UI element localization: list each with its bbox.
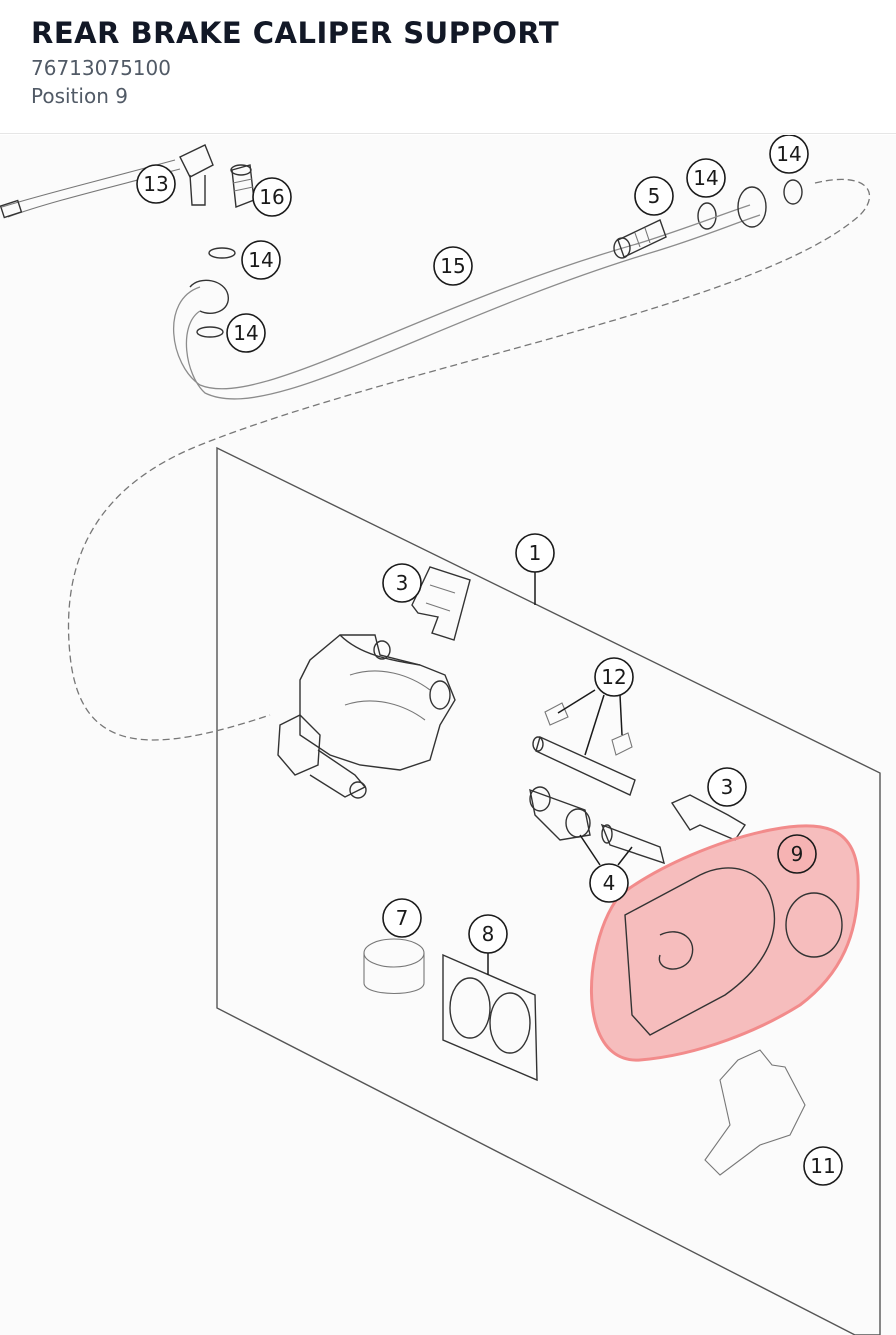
assembly-frame	[216, 446, 881, 1335]
callout-7-label: 7	[396, 906, 409, 930]
leader-12c	[619, 694, 623, 736]
callout-3-a-label: 3	[396, 571, 409, 595]
seal-kit	[442, 953, 538, 1082]
hose-fitting	[230, 164, 255, 208]
callout-14-d-label: 14	[776, 142, 801, 166]
callout-11[interactable]: 11	[803, 1146, 843, 1186]
caliper-pin-and-clips	[532, 702, 636, 796]
callout-13[interactable]: 13	[136, 164, 176, 204]
caliper-body	[277, 634, 456, 799]
callout-11-label: 11	[810, 1154, 835, 1178]
dashed-hose-route	[67, 178, 871, 741]
callout-14-a[interactable]: 14	[241, 240, 281, 280]
diagram-svg: 13 16 14 14 14 14 15 5	[0, 135, 881, 1335]
part-title: REAR BRAKE CALIPER SUPPORT	[31, 16, 560, 50]
part-number: 76713075100	[31, 56, 171, 80]
washer-left-bottom	[196, 326, 224, 338]
washer-right-b	[783, 179, 803, 205]
callout-16-label: 16	[259, 185, 284, 209]
callout-16[interactable]: 16	[252, 177, 292, 217]
callout-14-a-label: 14	[248, 248, 273, 272]
callout-14-c[interactable]: 14	[686, 158, 726, 198]
caliper-support-highlight	[589, 824, 860, 1062]
leader-12a	[557, 689, 596, 714]
callout-14-b[interactable]: 14	[226, 313, 266, 353]
brake-hose	[173, 186, 767, 400]
leader-4b	[617, 846, 633, 866]
washer-right-a	[697, 202, 717, 230]
callout-12-label: 12	[601, 665, 626, 689]
callout-4-label: 4	[603, 871, 616, 895]
callout-9[interactable]: 9	[777, 834, 817, 874]
callout-5[interactable]: 5	[634, 176, 674, 216]
leader-12b	[584, 694, 605, 756]
callout-14-c-label: 14	[693, 166, 718, 190]
piston	[363, 938, 425, 995]
callout-3-a[interactable]: 3	[382, 563, 422, 603]
leader-4a	[579, 834, 601, 866]
callout-8[interactable]: 8	[468, 914, 508, 954]
callout-5-label: 5	[648, 184, 661, 208]
part-position: Position 9	[31, 84, 128, 108]
callout-9-label: 9	[791, 842, 804, 866]
pad-spring-right	[670, 794, 746, 841]
callout-12[interactable]: 12	[594, 657, 634, 697]
callout-1-label: 1	[529, 541, 542, 565]
callout-1[interactable]: 1	[515, 533, 555, 573]
callout-13-label: 13	[143, 172, 168, 196]
sensor-cable	[0, 144, 214, 219]
callout-15-label: 15	[440, 254, 465, 278]
banjo-fitting-left	[189, 279, 229, 314]
washer-left-top	[208, 247, 236, 259]
callout-3-b[interactable]: 3	[707, 767, 747, 807]
caliper-bracket	[704, 1049, 806, 1176]
bleed-valve	[613, 219, 667, 259]
callout-14-d[interactable]: 14	[769, 135, 809, 174]
exploded-parts-diagram: 13 16 14 14 14 14 15 5	[0, 135, 896, 1335]
pad-spring-top	[411, 566, 471, 641]
callout-4[interactable]: 4	[589, 863, 629, 903]
slide-pins	[529, 786, 665, 865]
callout-7[interactable]: 7	[382, 898, 422, 938]
part-header: REAR BRAKE CALIPER SUPPORT 76713075100 P…	[0, 0, 896, 134]
callout-14-b-label: 14	[233, 321, 258, 345]
callout-3-b-label: 3	[721, 775, 734, 799]
callout-8-label: 8	[482, 922, 495, 946]
callout-15[interactable]: 15	[433, 246, 473, 286]
